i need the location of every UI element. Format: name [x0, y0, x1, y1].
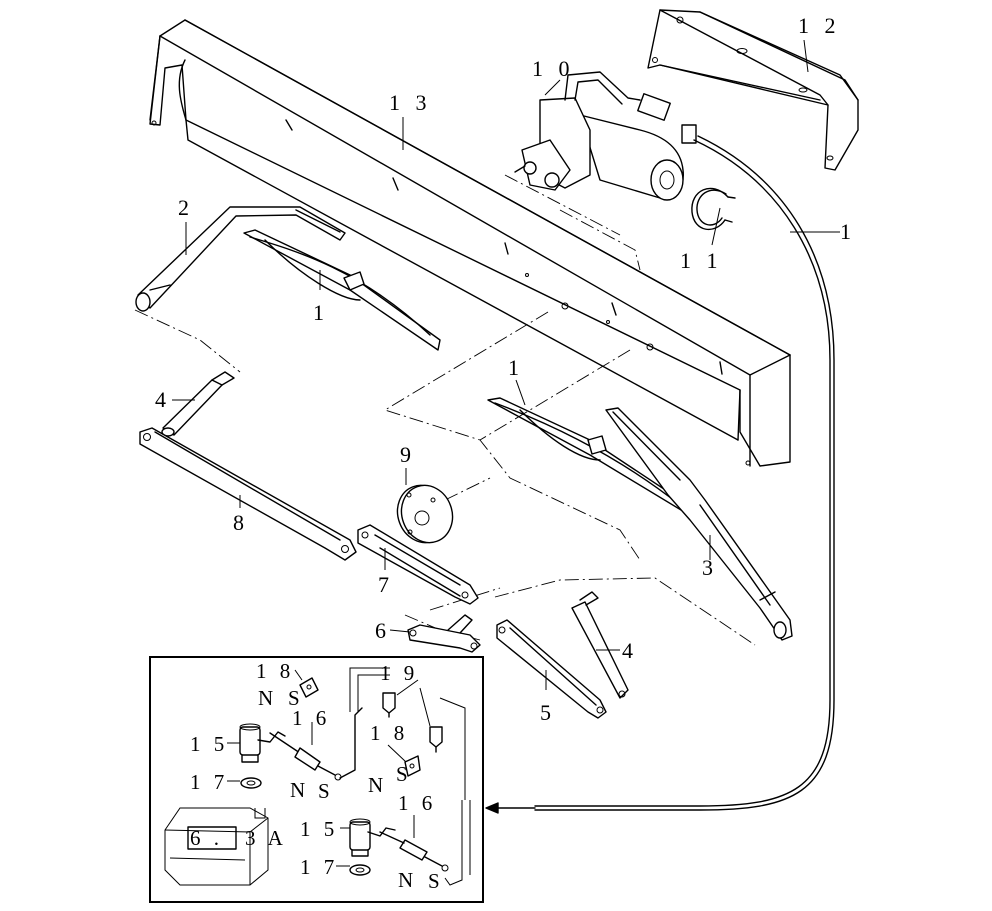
callout-1-blade-left: 1: [313, 300, 329, 325]
reference-code: 3 A: [245, 826, 287, 850]
callout-18-mid: 1 8: [370, 721, 408, 745]
callout-3: 3: [702, 555, 718, 580]
nozzle-left: [382, 692, 396, 718]
label-s-right: S: [396, 762, 412, 786]
wiper-arm-right: [605, 407, 793, 641]
grommet-top: [240, 777, 262, 789]
clip-ring: [691, 187, 736, 231]
label-n-mid: N: [290, 778, 309, 802]
callout-17-bottom: 1 7: [300, 855, 338, 879]
callout-11: 1 1: [680, 248, 723, 273]
callout-1-hose: 1: [840, 219, 856, 244]
washer-hose: [485, 135, 835, 814]
hose-clip-top: [299, 677, 319, 698]
label-n-mid2: N: [368, 773, 387, 797]
wiper-motor: [504, 71, 697, 271]
label-s-bottom: S: [428, 869, 444, 893]
check-valve-top: [269, 707, 363, 781]
bracket: [647, 9, 859, 171]
callout-12: 1 2: [798, 13, 841, 38]
check-valve-bottom: [379, 831, 449, 872]
callout-10: 1 0: [532, 56, 575, 81]
callout-16-top: 1 6: [292, 706, 330, 730]
callout-5: 5: [540, 700, 556, 725]
callout-2: 2: [178, 195, 194, 220]
callout-18-top: 1 8: [256, 659, 294, 683]
washer-pump-bottom: [349, 818, 396, 857]
callout-16-bottom: 1 6: [398, 791, 436, 815]
wiper-blade-left: [243, 229, 441, 351]
callout-17-top: 1 7: [190, 770, 228, 794]
link-arm-lower: [496, 619, 607, 719]
cover-panel: [149, 19, 791, 467]
link-bar-short: [357, 524, 479, 605]
washer-inset: 1 8 N S 1 6 1 5 1 7 N S 1 9 1 8 S N 1 6 …: [149, 656, 484, 903]
washer-pump-top: [239, 723, 286, 763]
grommet-bottom: [349, 864, 371, 876]
crank: [407, 614, 481, 653]
callout-4-right: 4: [622, 638, 638, 663]
hose-clip-mid: [404, 755, 421, 777]
label-n-bottom: N: [398, 868, 417, 892]
callout-8: 8: [233, 510, 249, 535]
callout-leaders: [172, 39, 840, 690]
callout-4-left: 4: [155, 387, 171, 412]
callout-6: 6: [375, 618, 391, 643]
callout-15-bottom: 1 5: [300, 817, 338, 841]
callout-19: 1 9: [380, 661, 418, 685]
callout-7: 7: [378, 572, 394, 597]
reference-box-label: 6 .: [190, 826, 223, 850]
label-s-mid: S: [318, 779, 334, 803]
callout-9: 9: [400, 442, 416, 467]
washer-reservoir: [164, 807, 269, 886]
callout-13: 1 3: [389, 90, 432, 115]
wiper-arm-left: [134, 206, 346, 373]
wiper-blade-right: [487, 397, 689, 514]
callout-1-blade-right: 1: [508, 355, 524, 380]
label-n-top: N: [258, 686, 277, 710]
label-s-top: S: [288, 686, 304, 710]
drive-plate: [396, 484, 454, 544]
link-pin-left: [161, 371, 235, 437]
nozzle-right: [429, 726, 443, 753]
callout-15-top: 1 5: [190, 732, 228, 756]
link-bar-long: [139, 427, 357, 561]
link-pin-right: [571, 591, 629, 699]
